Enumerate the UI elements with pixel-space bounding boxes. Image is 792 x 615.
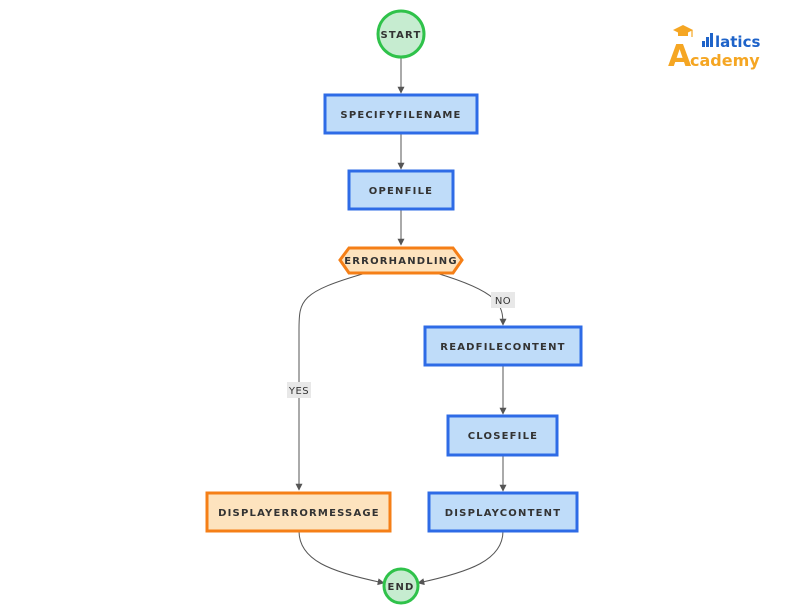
edge-display-error-to-end bbox=[298, 530, 385, 586]
node-display-error-message-label: DISPLAYERRORMESSAGE bbox=[218, 508, 380, 519]
node-display-error-message: DISPLAYERRORMESSAGE bbox=[205, 491, 392, 533]
node-error-handling: ERRORHANDLING bbox=[338, 246, 464, 275]
node-end: END bbox=[382, 567, 420, 605]
edge-label-no: NO bbox=[491, 292, 515, 308]
node-read-file-content: READFILECONTENT bbox=[423, 325, 583, 367]
edge-display-content-to-end bbox=[417, 530, 504, 586]
logo-line1: latics bbox=[715, 33, 760, 51]
node-specify-filename: SPECIFYFILENAME bbox=[323, 93, 479, 135]
node-end-label: END bbox=[387, 582, 414, 593]
edge-error-to-display-error bbox=[295, 272, 367, 491]
edge-label-no-text: NO bbox=[495, 296, 511, 307]
node-close-file-label: CLOSEFILE bbox=[468, 431, 538, 442]
bar-chart-icon bbox=[702, 33, 713, 47]
node-start: START bbox=[376, 9, 426, 59]
academy-logo: A latics cademy bbox=[668, 25, 760, 74]
logo-line2: cademy bbox=[690, 51, 760, 70]
node-open-file-label: OPENFILE bbox=[369, 186, 433, 197]
edge-label-yes-text: YES bbox=[288, 386, 309, 397]
node-display-content-label: DISPLAYCONTENT bbox=[445, 508, 561, 519]
graduation-cap-icon bbox=[673, 25, 693, 37]
edge-label-yes: YES bbox=[287, 382, 311, 398]
logo-initial: A bbox=[668, 39, 692, 74]
node-read-file-content-label: READFILECONTENT bbox=[440, 342, 565, 353]
node-open-file: OPENFILE bbox=[347, 169, 455, 211]
node-error-handling-label: ERRORHANDLING bbox=[344, 256, 457, 267]
node-start-label: START bbox=[380, 30, 421, 41]
node-close-file: CLOSEFILE bbox=[446, 414, 559, 457]
node-specify-filename-label: SPECIFYFILENAME bbox=[340, 110, 461, 121]
node-display-content: DISPLAYCONTENT bbox=[427, 491, 579, 533]
